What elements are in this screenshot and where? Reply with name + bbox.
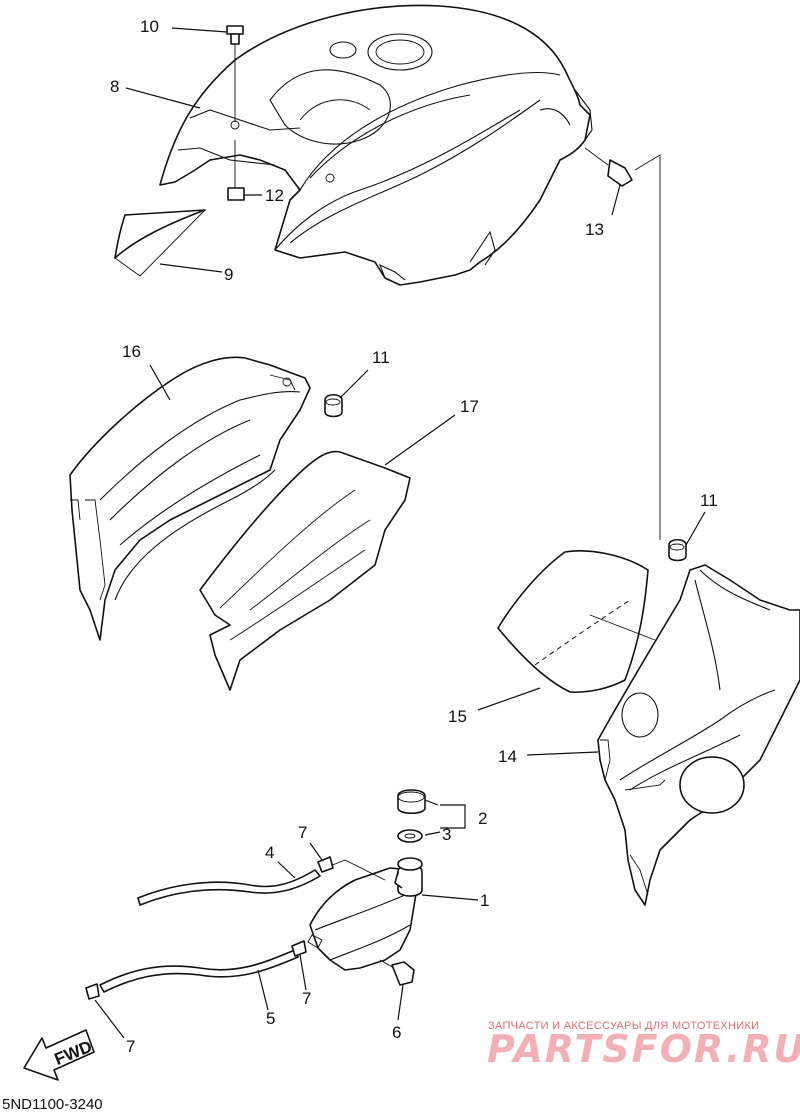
watermark-subtitle: ЗАПЧАСТИ И АКСЕССУАРЫ ДЛЯ МОТОТЕХНИКИ	[488, 1020, 760, 1032]
callout-7c: 7	[126, 1037, 135, 1056]
callout-1: 1	[480, 891, 489, 910]
callout-17: 17	[460, 397, 479, 416]
callout-11-upper: 11	[372, 348, 390, 367]
callout-10: 10	[140, 17, 159, 36]
callout-12: 12	[265, 186, 284, 205]
callout-14: 14	[498, 747, 517, 766]
reservoir-tank	[307, 857, 423, 971]
nut-12	[227, 120, 245, 201]
callout-3: 3	[442, 825, 451, 844]
assembly-line	[634, 154, 661, 540]
grommet-11-upper	[324, 393, 343, 418]
clamp-7b	[291, 940, 307, 957]
callout-9: 9	[224, 265, 233, 284]
left-inner-cover	[199, 450, 411, 691]
callout-5: 5	[266, 1009, 275, 1028]
grommet-11-lower	[668, 538, 687, 562]
callout-15: 15	[448, 707, 467, 726]
leader-lines	[94, 27, 706, 1039]
callout-labels: 10 8 12 9 13 16 11 17 11 15 14 2 3 7 4 1…	[110, 17, 718, 1056]
reservoir-cap	[397, 789, 426, 815]
fwd-arrow-icon: FWD	[23, 1029, 95, 1081]
reservoir-seal	[397, 829, 423, 843]
callout-13: 13	[585, 220, 604, 239]
bolt-13	[584, 147, 633, 187]
hose-5	[99, 949, 299, 993]
callout-2: 2	[478, 809, 487, 828]
left-side-panel	[69, 356, 311, 641]
callout-11-lower: 11	[700, 491, 718, 510]
clamp-7c	[85, 983, 100, 1000]
clamp-7a	[317, 856, 334, 873]
diagram-code: 5ND1100-3240	[2, 1096, 103, 1113]
screw-10	[226, 25, 244, 122]
right-side-panel	[597, 564, 800, 906]
bolt-6	[379, 959, 415, 986]
callout-8: 8	[110, 77, 119, 96]
tank-pad	[114, 209, 206, 277]
tank-cover	[159, 4, 593, 286]
right-pad	[497, 550, 656, 693]
callout-6: 6	[392, 1023, 401, 1042]
callout-7a: 7	[298, 823, 307, 842]
callout-16: 16	[122, 342, 141, 361]
watermark-logo: PARTSFOR.RU	[487, 1027, 800, 1071]
callout-4: 4	[265, 843, 274, 862]
callout-7b: 7	[302, 989, 311, 1008]
